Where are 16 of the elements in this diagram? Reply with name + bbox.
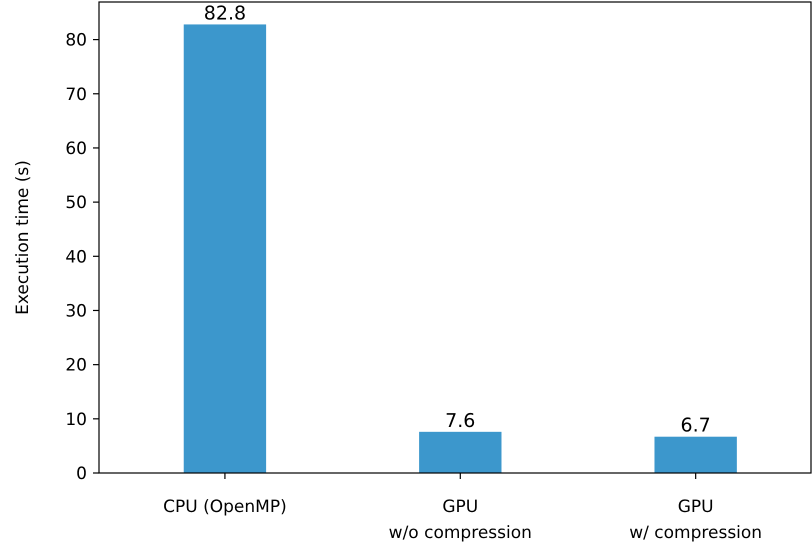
value-label: 7.6 (445, 410, 476, 432)
tick-label: GPU w/ compression (629, 497, 762, 543)
value-label: 6.7 (680, 414, 711, 437)
tick-label: GPU w/o compression (388, 497, 532, 543)
tick-label: 50 (65, 193, 87, 214)
tick-label: 0 (76, 464, 87, 484)
tick-label: CPU (OpenMP) (163, 497, 287, 517)
tick-label: 20 (65, 356, 87, 376)
value-label: 82.8 (204, 2, 246, 24)
tick-label: 60 (65, 138, 87, 159)
tick-label: 40 (65, 247, 87, 268)
tick-label: 10 (65, 410, 87, 430)
axis-title: Execution time (s) (13, 160, 33, 315)
tick-label: 70 (65, 84, 87, 105)
tick-label: 30 (65, 301, 87, 322)
tick-label: 80 (65, 30, 87, 51)
